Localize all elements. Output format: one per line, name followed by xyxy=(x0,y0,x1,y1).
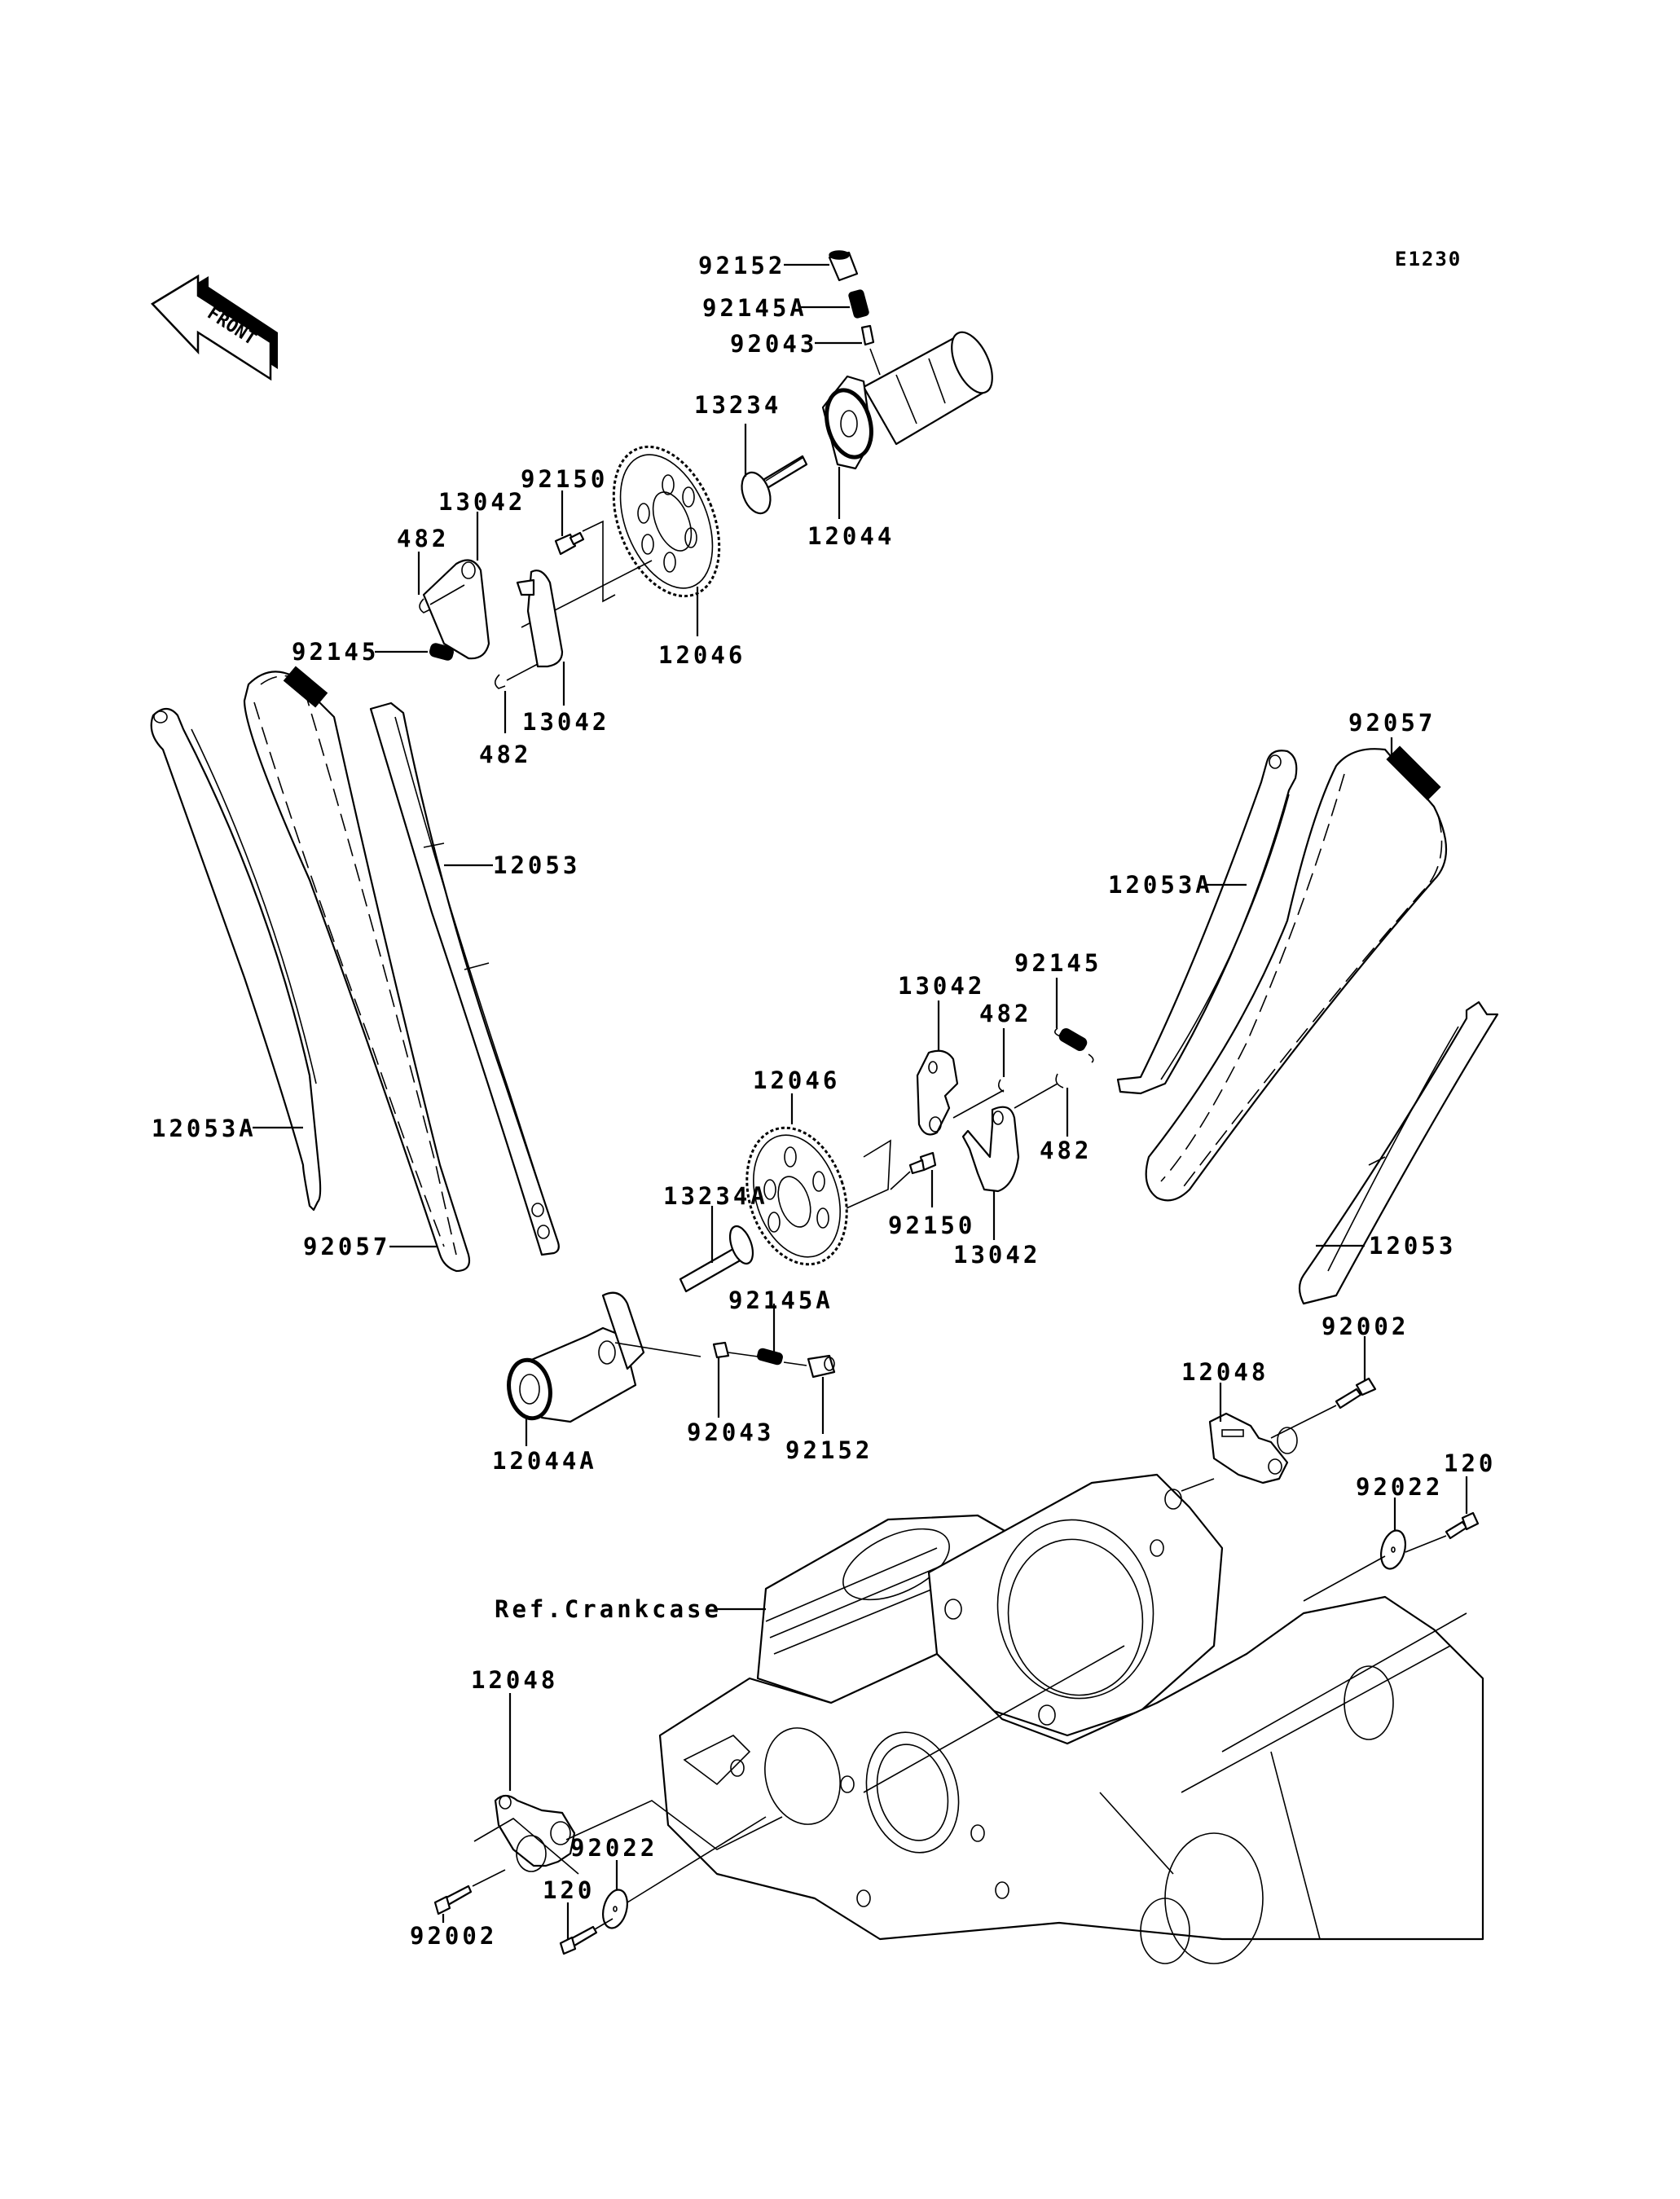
spring-92145-top xyxy=(429,643,454,661)
callout-13042-front-a: 13042 xyxy=(898,972,985,1000)
clip-482-front-b xyxy=(1055,1073,1064,1089)
callout-13042-top-b: 13042 xyxy=(522,708,609,736)
guide-12053A-right xyxy=(1116,750,1298,1095)
callout-482-front-a: 482 xyxy=(979,1000,1031,1027)
plug-92152-front xyxy=(807,1354,836,1379)
callout-92145A-front: 92145A xyxy=(728,1286,833,1314)
callout-92057-right: 92057 xyxy=(1348,709,1436,737)
callout-12053-left: 12053 xyxy=(493,851,580,879)
bolt-92002-right xyxy=(1335,1377,1377,1410)
tensioner-12048-right xyxy=(1208,1412,1298,1484)
callout-12046-front: 12046 xyxy=(753,1067,840,1094)
shaft-13234A xyxy=(679,1225,754,1293)
callout-120-right: 120 xyxy=(1444,1449,1496,1477)
callout-92145-front: 92145 xyxy=(1014,949,1102,977)
bolt-92150-top xyxy=(554,531,585,556)
washer-92022-right xyxy=(1380,1529,1406,1570)
callout-12044: 12044 xyxy=(807,522,895,550)
front-arrow-icon: FRONT xyxy=(151,274,278,381)
callout-92043-top: 92043 xyxy=(730,330,817,358)
callout-482-front-b: 482 xyxy=(1040,1137,1092,1164)
callout-92152-front: 92152 xyxy=(785,1436,873,1464)
weight-13042-front-b xyxy=(961,1106,1020,1193)
callout-13042-top-a: 13042 xyxy=(438,488,526,516)
bolt-92002-left xyxy=(433,1885,473,1915)
callout-13234: 13234 xyxy=(694,391,781,419)
callout-92152-top: 92152 xyxy=(698,252,785,279)
weight-13042-front-a xyxy=(916,1049,959,1136)
washer-92022-left xyxy=(602,1889,628,1929)
guide-12053-left xyxy=(369,701,560,1256)
callout-92150-front: 92150 xyxy=(888,1212,975,1239)
callout-92002-right: 92002 xyxy=(1322,1313,1409,1340)
pin-92043-top xyxy=(860,324,875,346)
clip-482-top-b xyxy=(494,674,506,689)
callout-92150-top: 92150 xyxy=(521,465,608,493)
callout-482-top-a: 482 xyxy=(397,525,449,552)
callout-92057-left: 92057 xyxy=(303,1233,390,1260)
sprocket-12046-front xyxy=(745,1126,848,1266)
plug-92152 xyxy=(828,250,859,282)
callout-12048-left: 12048 xyxy=(471,1666,558,1694)
spring-92145A-front xyxy=(757,1348,783,1366)
shaft-13234 xyxy=(741,455,808,515)
callout-120-left: 120 xyxy=(543,1876,595,1904)
callout-92022-right: 92022 xyxy=(1356,1473,1443,1501)
chain-92057-right xyxy=(1145,745,1447,1202)
crankcase-reference xyxy=(658,1473,1484,1964)
guide-12053A-left xyxy=(150,707,322,1212)
weight-13042-top-b xyxy=(516,570,564,668)
callout-12044A: 12044A xyxy=(492,1447,597,1475)
callout-92145A-top: 92145A xyxy=(702,294,807,322)
clip-482-top-a xyxy=(419,598,431,614)
bolt-92150-front xyxy=(908,1151,937,1175)
bolt-120-right xyxy=(1445,1511,1480,1540)
callout-12053-right: 12053 xyxy=(1369,1232,1456,1260)
callout-92022-left: 92022 xyxy=(570,1834,657,1862)
figure-code: E1230 xyxy=(1395,248,1462,270)
guide-12053-right xyxy=(1298,1001,1499,1305)
callout-12053A-right: 12053A xyxy=(1108,871,1213,899)
chain-92057-left xyxy=(243,666,471,1273)
camshaft-12044 xyxy=(821,331,993,470)
camshaft-12044A xyxy=(507,1291,645,1423)
weight-13042-top-a xyxy=(422,559,490,660)
pin-92043-front xyxy=(712,1341,730,1359)
callout-92145-top: 92145 xyxy=(292,638,379,666)
reference-crankcase-label: Ref.Crankcase xyxy=(495,1595,722,1623)
sprocket-12046-top xyxy=(612,445,721,598)
callout-12046-top: 12046 xyxy=(658,641,745,669)
callout-92002-left: 92002 xyxy=(410,1922,497,1950)
bolt-120-left xyxy=(559,1925,598,1955)
callout-13234A: 13234A xyxy=(663,1182,768,1210)
tensioner-12048-left xyxy=(494,1794,576,1872)
spring-92145A-top xyxy=(848,289,869,319)
callout-92043-front: 92043 xyxy=(687,1418,774,1446)
callout-482-top-b: 482 xyxy=(479,741,531,768)
callout-12053A-left: 12053A xyxy=(152,1115,257,1142)
callout-13042-front-b: 13042 xyxy=(953,1241,1040,1269)
spring-92145-front xyxy=(1054,1027,1094,1063)
callout-12048-right: 12048 xyxy=(1181,1358,1269,1386)
